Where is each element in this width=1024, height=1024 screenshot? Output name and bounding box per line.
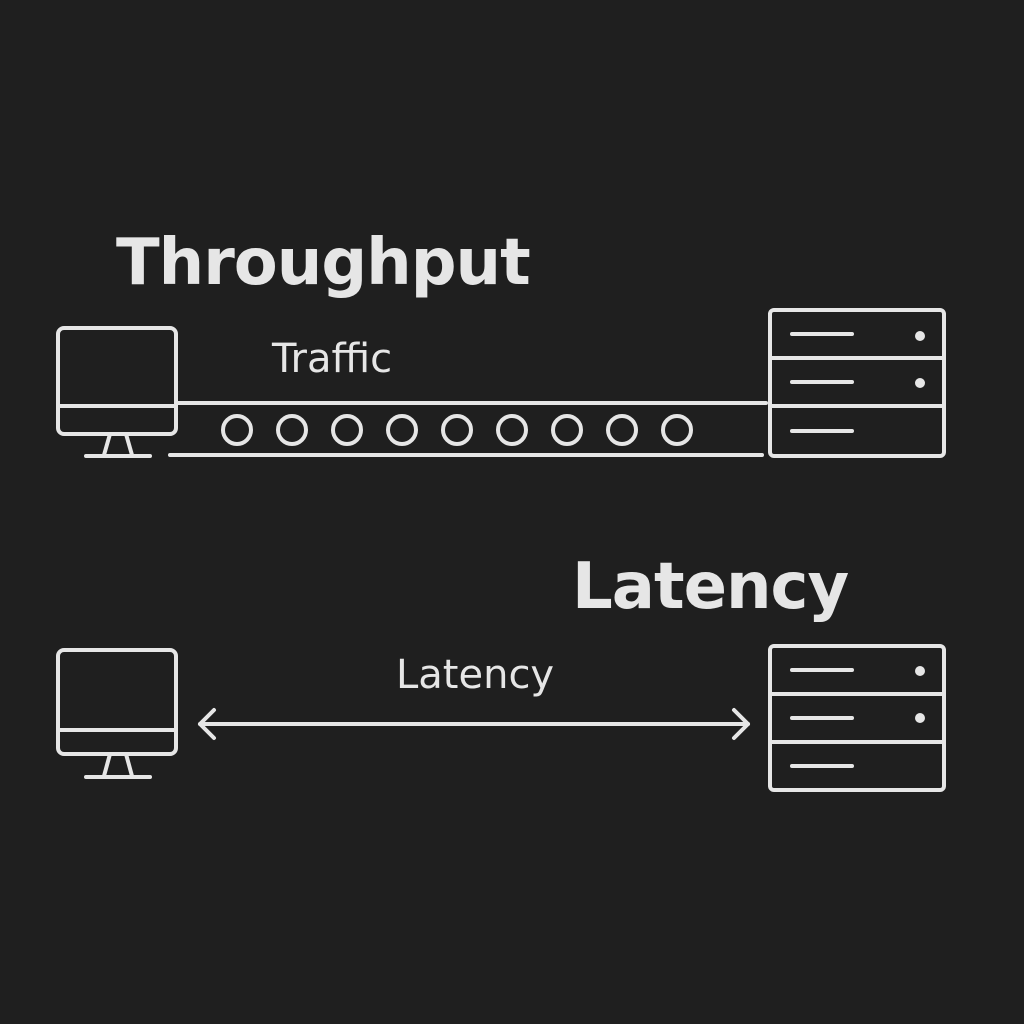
packet-circle <box>661 414 693 446</box>
packet-circle <box>331 414 363 446</box>
latency-double-arrow <box>198 708 750 740</box>
packet-circle <box>606 414 638 446</box>
packet-circle <box>551 414 583 446</box>
packet-stream <box>221 414 693 446</box>
latency-title: Latency <box>572 550 849 624</box>
latency-label: Latency <box>396 652 555 698</box>
packet-circle <box>276 414 308 446</box>
latency-client-computer-icon <box>56 648 178 779</box>
throughput-client-computer-icon <box>56 326 178 458</box>
throughput-title: Throughput <box>116 226 531 300</box>
packet-circle <box>221 414 253 446</box>
throughput-server-rack-icon <box>768 308 946 458</box>
packet-circle <box>496 414 528 446</box>
packet-circle <box>441 414 473 446</box>
latency-server-rack-icon <box>768 644 946 792</box>
traffic-label: Traffic <box>272 336 393 382</box>
packet-circle <box>386 414 418 446</box>
throughput-pipe <box>168 401 768 457</box>
